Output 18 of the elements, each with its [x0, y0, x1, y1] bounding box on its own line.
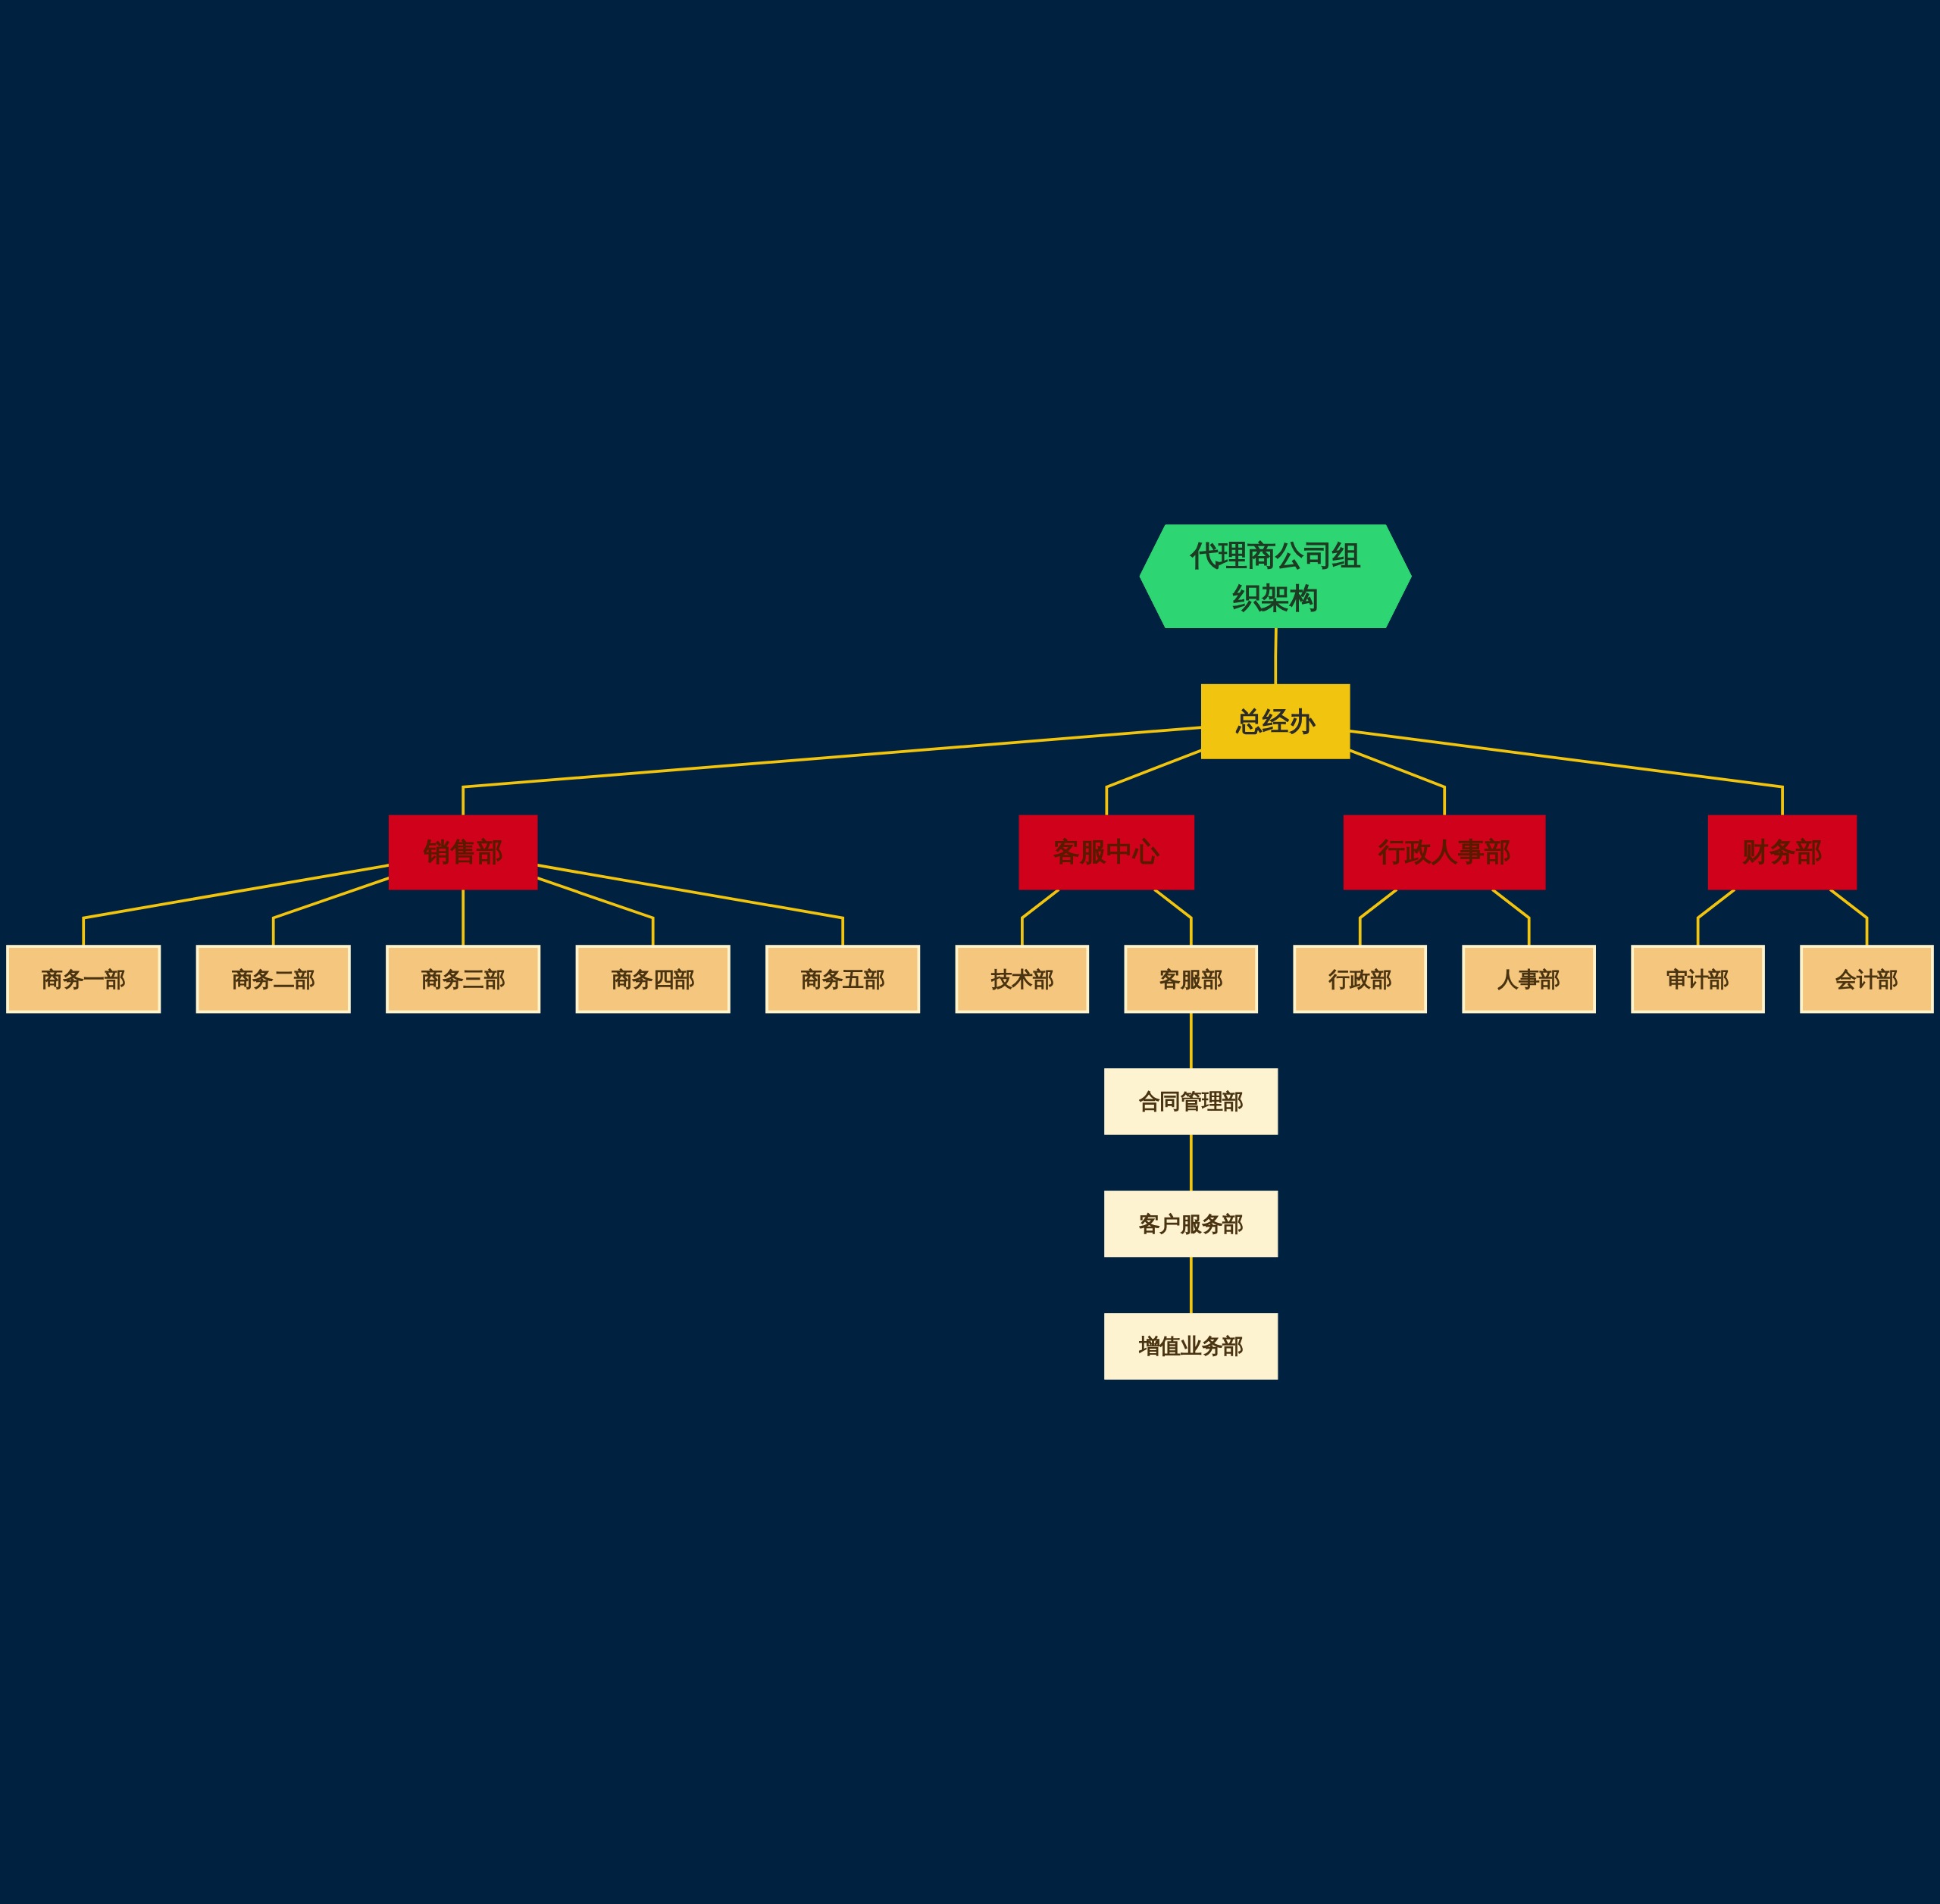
department-box: 商务一部 [6, 945, 161, 1014]
department-box: 商务三部 [386, 945, 541, 1014]
department-box: 人事部 [1462, 945, 1596, 1014]
department-box: 行政部 [1293, 945, 1428, 1014]
department-box: 合同管理部 [1104, 1068, 1278, 1135]
department-box: 商务四部 [575, 945, 731, 1014]
department-box: 会计部 [1800, 945, 1934, 1014]
department-box: 代理商公司组织架构 [1139, 524, 1412, 628]
department-box: 客服部 [1124, 945, 1259, 1014]
department-box: 商务二部 [196, 945, 351, 1014]
department-box: 财务部 [1707, 814, 1857, 890]
department-box: 客户服务部 [1104, 1190, 1278, 1258]
department-box: 行政人事部 [1343, 814, 1546, 890]
department-box: 技术部 [955, 945, 1090, 1014]
department-box: 客服中心 [1018, 814, 1195, 890]
department-box: 增值业务部 [1104, 1313, 1278, 1380]
department-box: 商务五部 [765, 945, 921, 1014]
department-box: 审计部 [1631, 945, 1765, 1014]
